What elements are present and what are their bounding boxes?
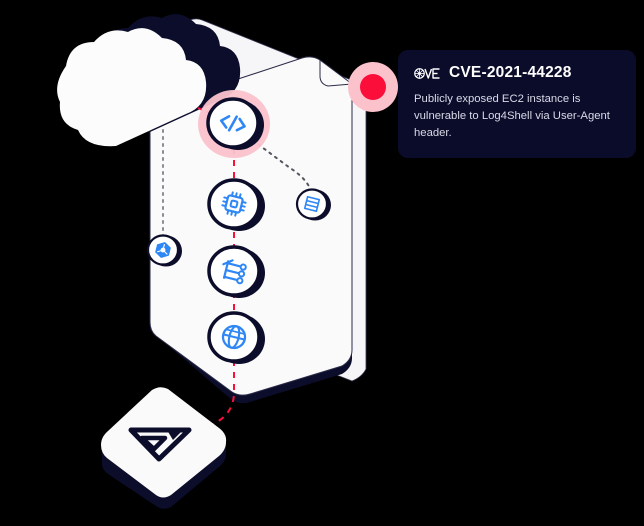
node-cpu[interactable]	[207, 178, 265, 231]
globe-icon	[221, 324, 247, 350]
brand-logo-glyph	[128, 427, 192, 462]
cpu-icon	[221, 191, 247, 217]
cve-alert-tooltip[interactable]: CVE-2021-44228 Publicly exposed EC2 inst…	[398, 50, 636, 159]
database-node-face	[295, 188, 329, 220]
node-globe[interactable]	[207, 311, 265, 364]
tooltip-header: CVE-2021-44228	[414, 64, 620, 82]
node-code[interactable]	[198, 90, 270, 158]
cpu-node-face	[207, 178, 261, 230]
alert-dot[interactable]	[348, 62, 398, 112]
cve-title: CVE-2021-44228	[449, 64, 572, 81]
brand-logo-tile[interactable]	[101, 387, 227, 509]
node-database[interactable]	[295, 188, 331, 221]
alert-dot-core	[360, 74, 386, 100]
node-kubernetes[interactable]	[146, 234, 182, 267]
code-icon	[219, 115, 246, 132]
node-network[interactable]	[207, 245, 265, 298]
edge-globe-to-logo	[195, 360, 235, 435]
cve-description: Publicly exposed EC2 instance is vulnera…	[414, 93, 610, 140]
kubernetes-icon	[155, 242, 171, 258]
cve-logo-icon	[414, 67, 440, 79]
database-icon	[303, 195, 321, 213]
cloud-shape	[57, 14, 241, 147]
network-icon	[222, 259, 247, 285]
